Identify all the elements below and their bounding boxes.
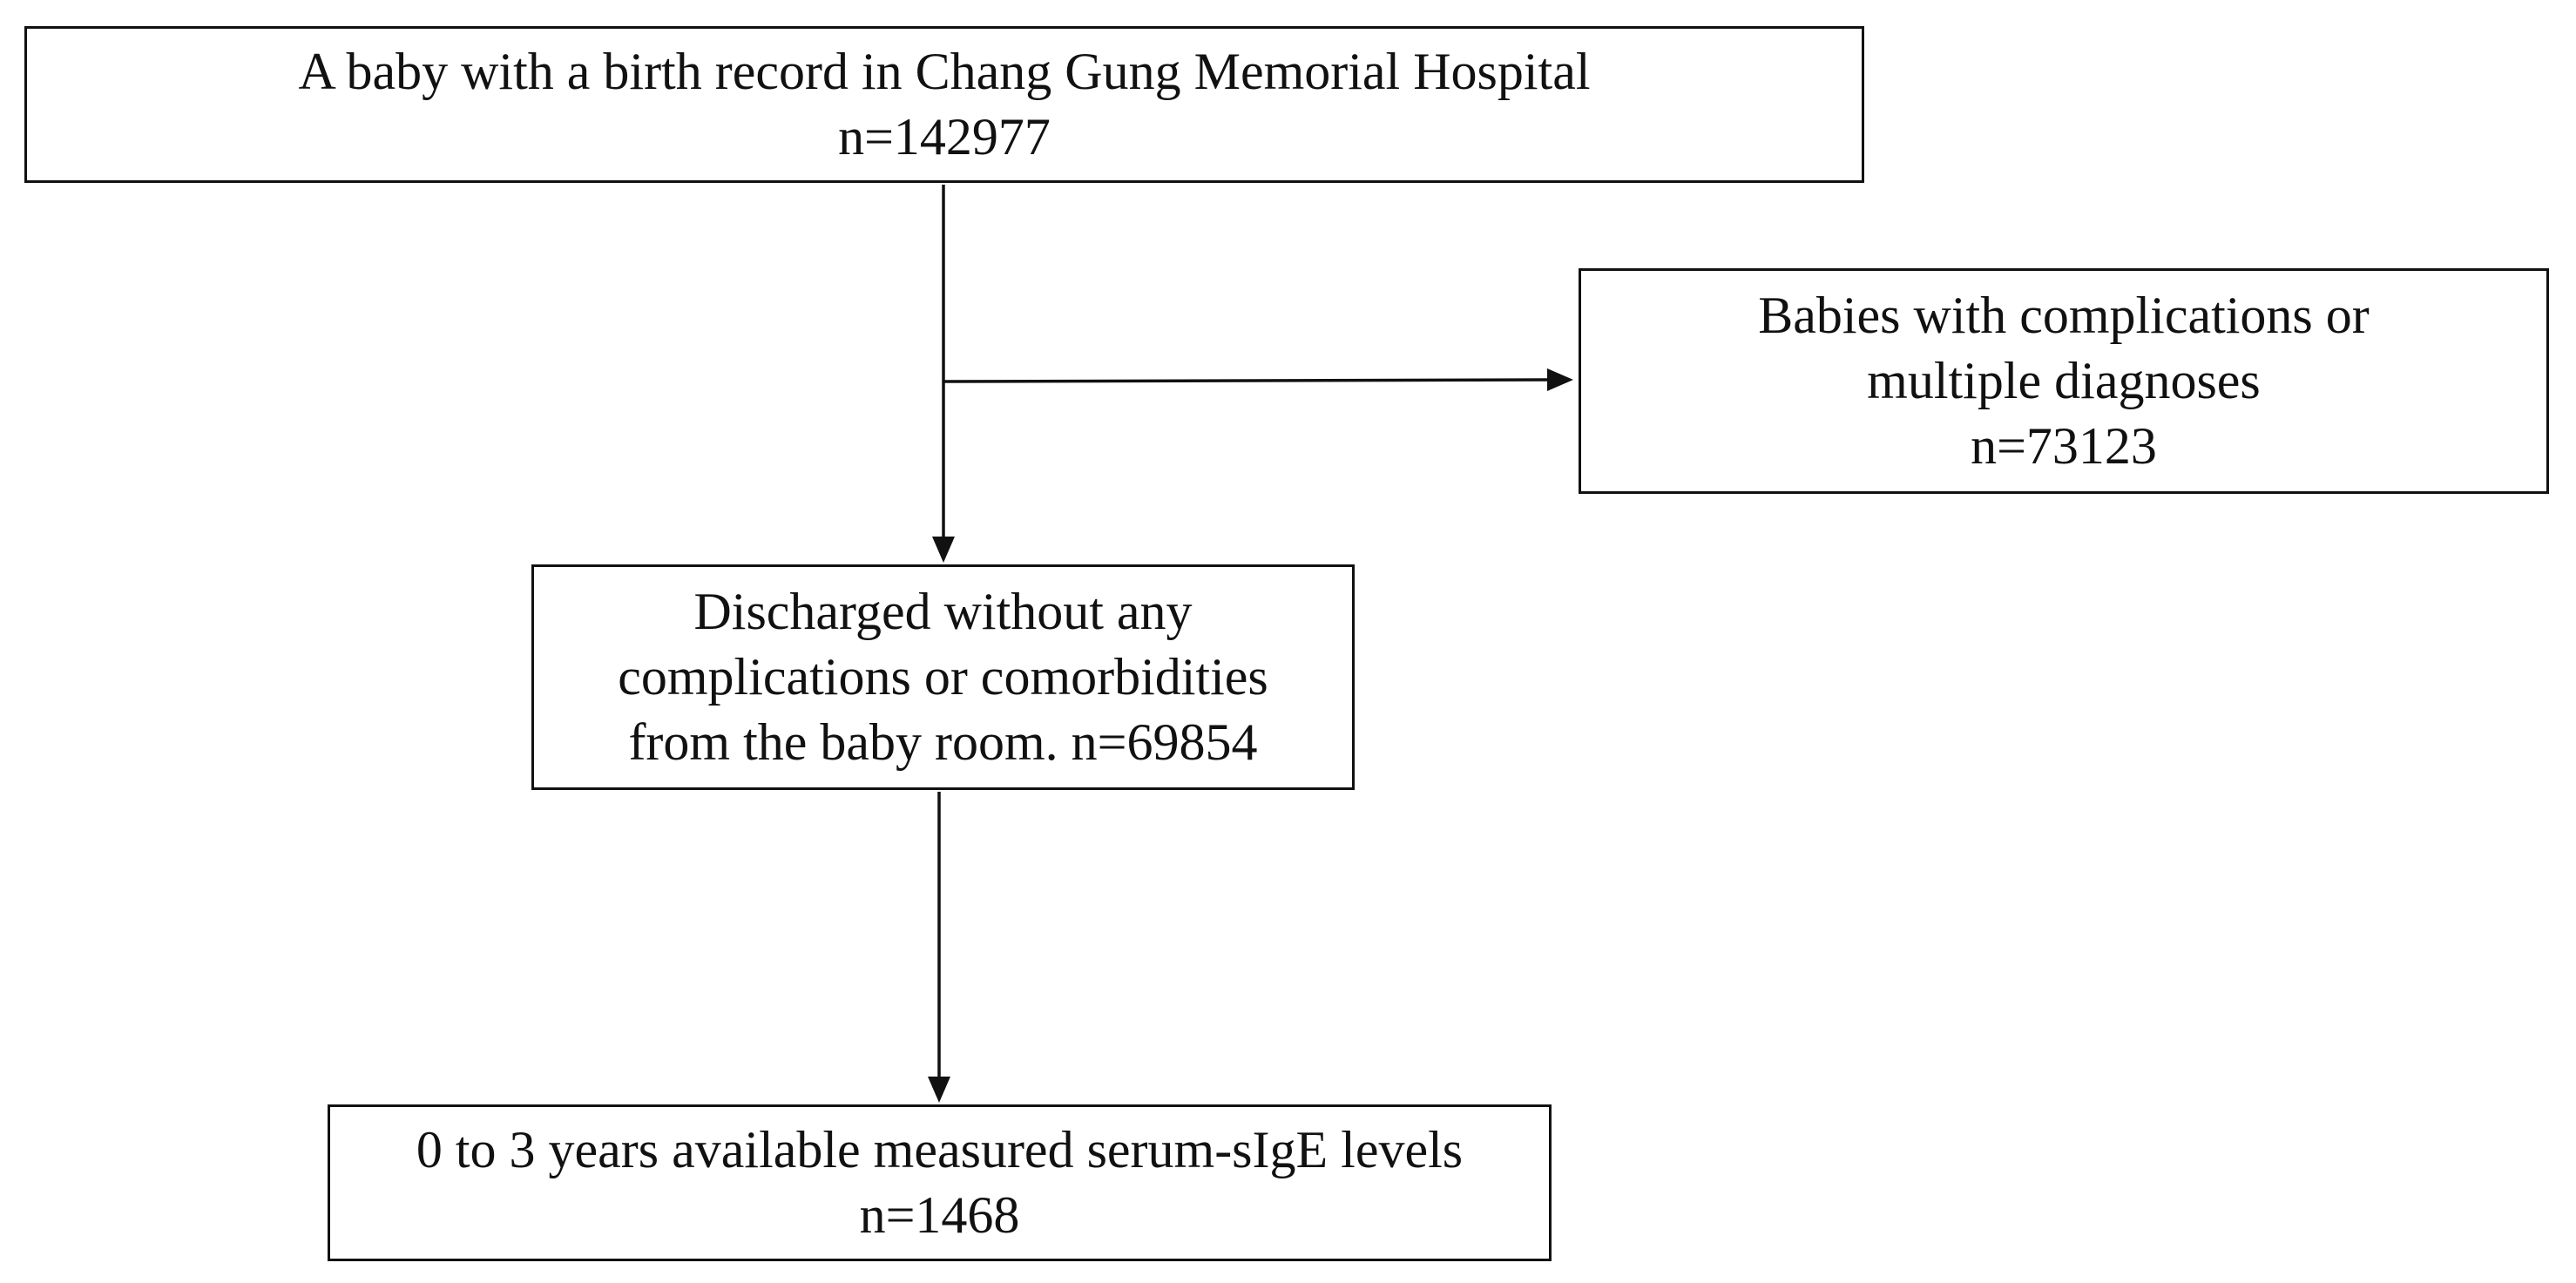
node-measured-line-1: 0 to 3 years available measured serum-sI… bbox=[416, 1121, 1464, 1178]
node-excluded-line-3: n=73123 bbox=[1971, 417, 2157, 475]
arrowhead-excluded bbox=[1547, 368, 1573, 391]
node-discharged-line-2: complications or comorbidities bbox=[618, 648, 1268, 706]
node-measured-text: 0 to 3 years available measured serum-sI… bbox=[416, 1118, 1463, 1248]
node-birth-record-line-1: A baby with a birth record in Chang Gung… bbox=[298, 43, 1591, 100]
node-discharged-line-1: Discharged without any bbox=[693, 583, 1193, 640]
arrowhead-discharged bbox=[932, 537, 955, 563]
node-excluded-text: Babies with complications or multiple di… bbox=[1758, 283, 2370, 479]
node-discharged-line-3: from the baby room. n=69854 bbox=[628, 713, 1258, 771]
node-discharged-text: Discharged without any complications or … bbox=[618, 579, 1268, 775]
node-birth-record-text: A baby with a birth record in Chang Gung… bbox=[298, 39, 1590, 170]
node-birth-record-line-2: n=142977 bbox=[838, 108, 1051, 165]
arrowhead-measured bbox=[928, 1077, 950, 1103]
node-discharged: Discharged without any complications or … bbox=[531, 564, 1355, 790]
node-excluded-line-2: multiple diagnoses bbox=[1867, 352, 2261, 409]
node-measured: 0 to 3 years available measured serum-sI… bbox=[328, 1104, 1552, 1261]
node-excluded-line-1: Babies with complications or bbox=[1758, 287, 2370, 344]
node-excluded: Babies with complications or multiple di… bbox=[1579, 268, 2549, 494]
connector-birth-to-excluded bbox=[943, 378, 1552, 383]
node-birth-record: A baby with a birth record in Chang Gung… bbox=[24, 26, 1864, 183]
node-measured-line-2: n=1468 bbox=[859, 1186, 1020, 1244]
